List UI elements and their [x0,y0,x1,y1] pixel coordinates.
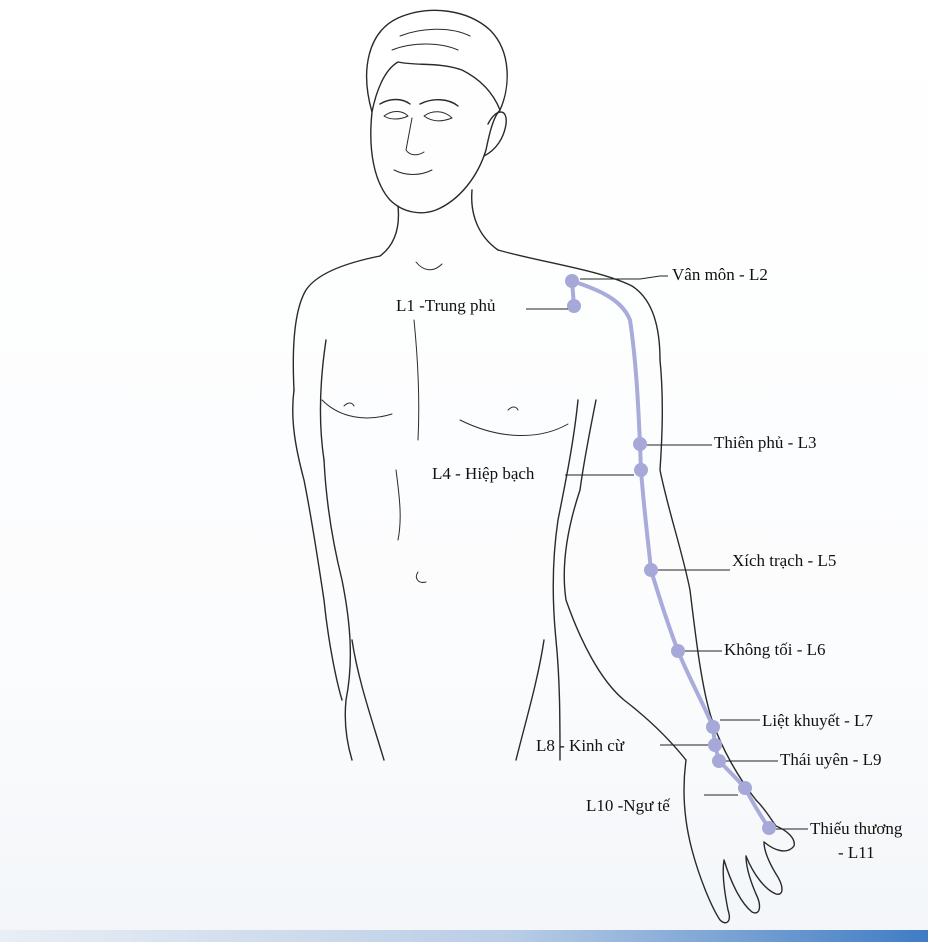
left-arm-inner [320,340,326,460]
face-outline [371,110,500,213]
human-figure [293,10,795,922]
navel [416,572,426,582]
right-arm-outer [660,360,756,800]
torso-right [553,400,578,760]
acupoint-l6 [671,644,685,658]
acupoint-l5 [644,563,658,577]
acupoint-l11 [762,821,776,835]
page-bottom-edge [0,930,928,942]
acupoint-l1 [567,299,581,313]
label-l1: L1 -Trung phủ [396,296,496,316]
label-l11: Thiếu thương [810,819,902,839]
right-pectoral [460,420,568,436]
acupoint-l4 [634,463,648,477]
sternum-line [414,320,419,440]
label-l6: Không tối - L6 [724,640,826,660]
left-pectoral [322,400,392,418]
left-shoulder [293,256,380,390]
nose [406,118,424,155]
acupoint-l8 [708,738,722,752]
left-eye [384,112,408,120]
label-l8: L8 - Kinh cừ [536,736,624,756]
label-l5: Xích trạch - L5 [732,551,836,571]
acupoint-l10 [738,781,752,795]
hair-outline [367,10,508,112]
label-l9: Thái uyên - L9 [780,750,882,770]
right-eye [424,112,452,121]
neck-left [380,206,398,256]
right-arm-inner [564,400,686,760]
label-l2: Vân môn - L2 [672,265,768,285]
label-l7: Liệt khuyết - L7 [762,711,873,731]
leader-l2 [580,276,668,279]
mouth [394,170,432,175]
label-l3: Thiên phủ - L3 [714,433,816,453]
neck-right [472,190,498,250]
label-l10: L10 -Ngư tế [586,796,670,816]
torso-left [324,460,352,760]
acupoint-l3 [633,437,647,451]
acupoint-l7 [706,720,720,734]
acupoint-l9 [712,754,726,768]
label-l4: L4 - Hiệp bạch [432,464,534,484]
label-l11-suffix: - L11 [838,843,875,863]
acupoint-l2 [565,274,579,288]
left-hip [352,640,384,760]
